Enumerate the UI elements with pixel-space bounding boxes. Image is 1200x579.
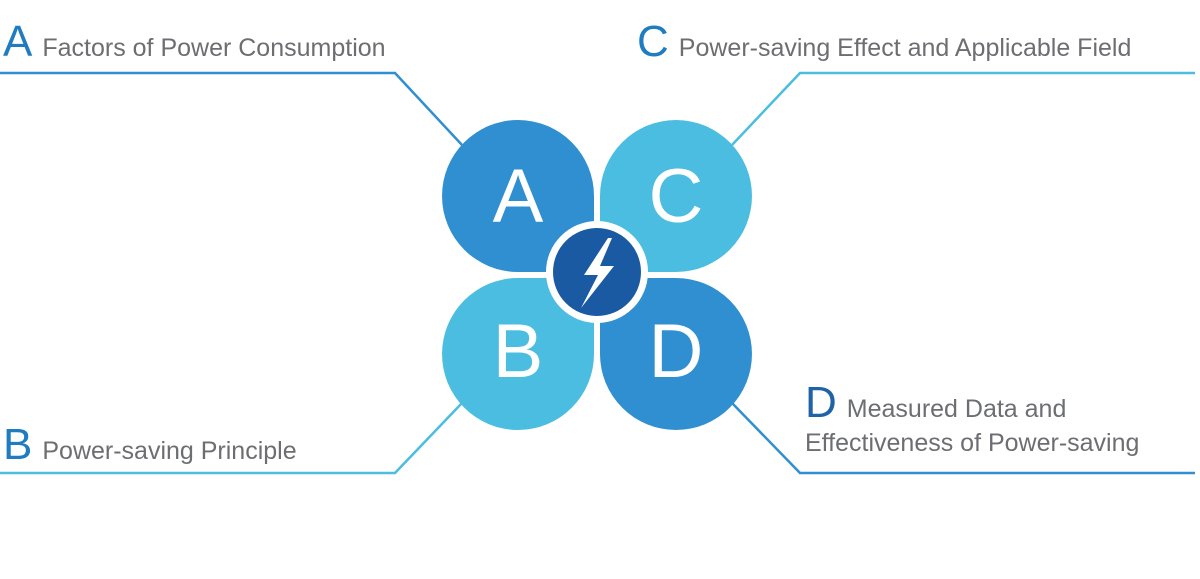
connector-line-a — [0, 71, 463, 146]
label-b-letter: B — [3, 420, 33, 469]
petal-b — [442, 278, 594, 430]
label-a: A Factors of Power Consumption — [3, 20, 386, 64]
label-c-letter: C — [637, 17, 669, 66]
petal-d-letter: D — [649, 309, 704, 394]
connector-line-d — [731, 402, 1195, 475]
label-d: D Measured Data and Effectiveness of Powe… — [805, 378, 1139, 458]
petal-c-letter: C — [649, 154, 704, 239]
label-d-title-line2: Effectiveness of Power-saving — [805, 429, 1140, 457]
lightning-bolt-icon — [581, 238, 614, 308]
petal-a — [442, 120, 594, 272]
petal-b-letter: B — [493, 309, 544, 394]
label-b: B Power-saving Principle — [3, 423, 297, 467]
label-a-letter: A — [3, 17, 33, 66]
petal-c — [600, 120, 752, 272]
label-a-title: Factors of Power Consumption — [42, 34, 386, 62]
petal-a-letter: A — [493, 154, 544, 239]
connector-line-c — [731, 71, 1195, 146]
label-d-letter: D — [805, 378, 837, 427]
label-c-title: Power-saving Effect and Applicable Field — [678, 34, 1132, 62]
connector-line-b — [0, 402, 463, 475]
petal-d — [600, 278, 752, 430]
label-b-title: Power-saving Principle — [42, 437, 297, 465]
label-c: C Power-saving Effect and Applicable Fiel… — [637, 20, 1131, 64]
label-d-title-line1: Measured Data and — [846, 395, 1067, 423]
